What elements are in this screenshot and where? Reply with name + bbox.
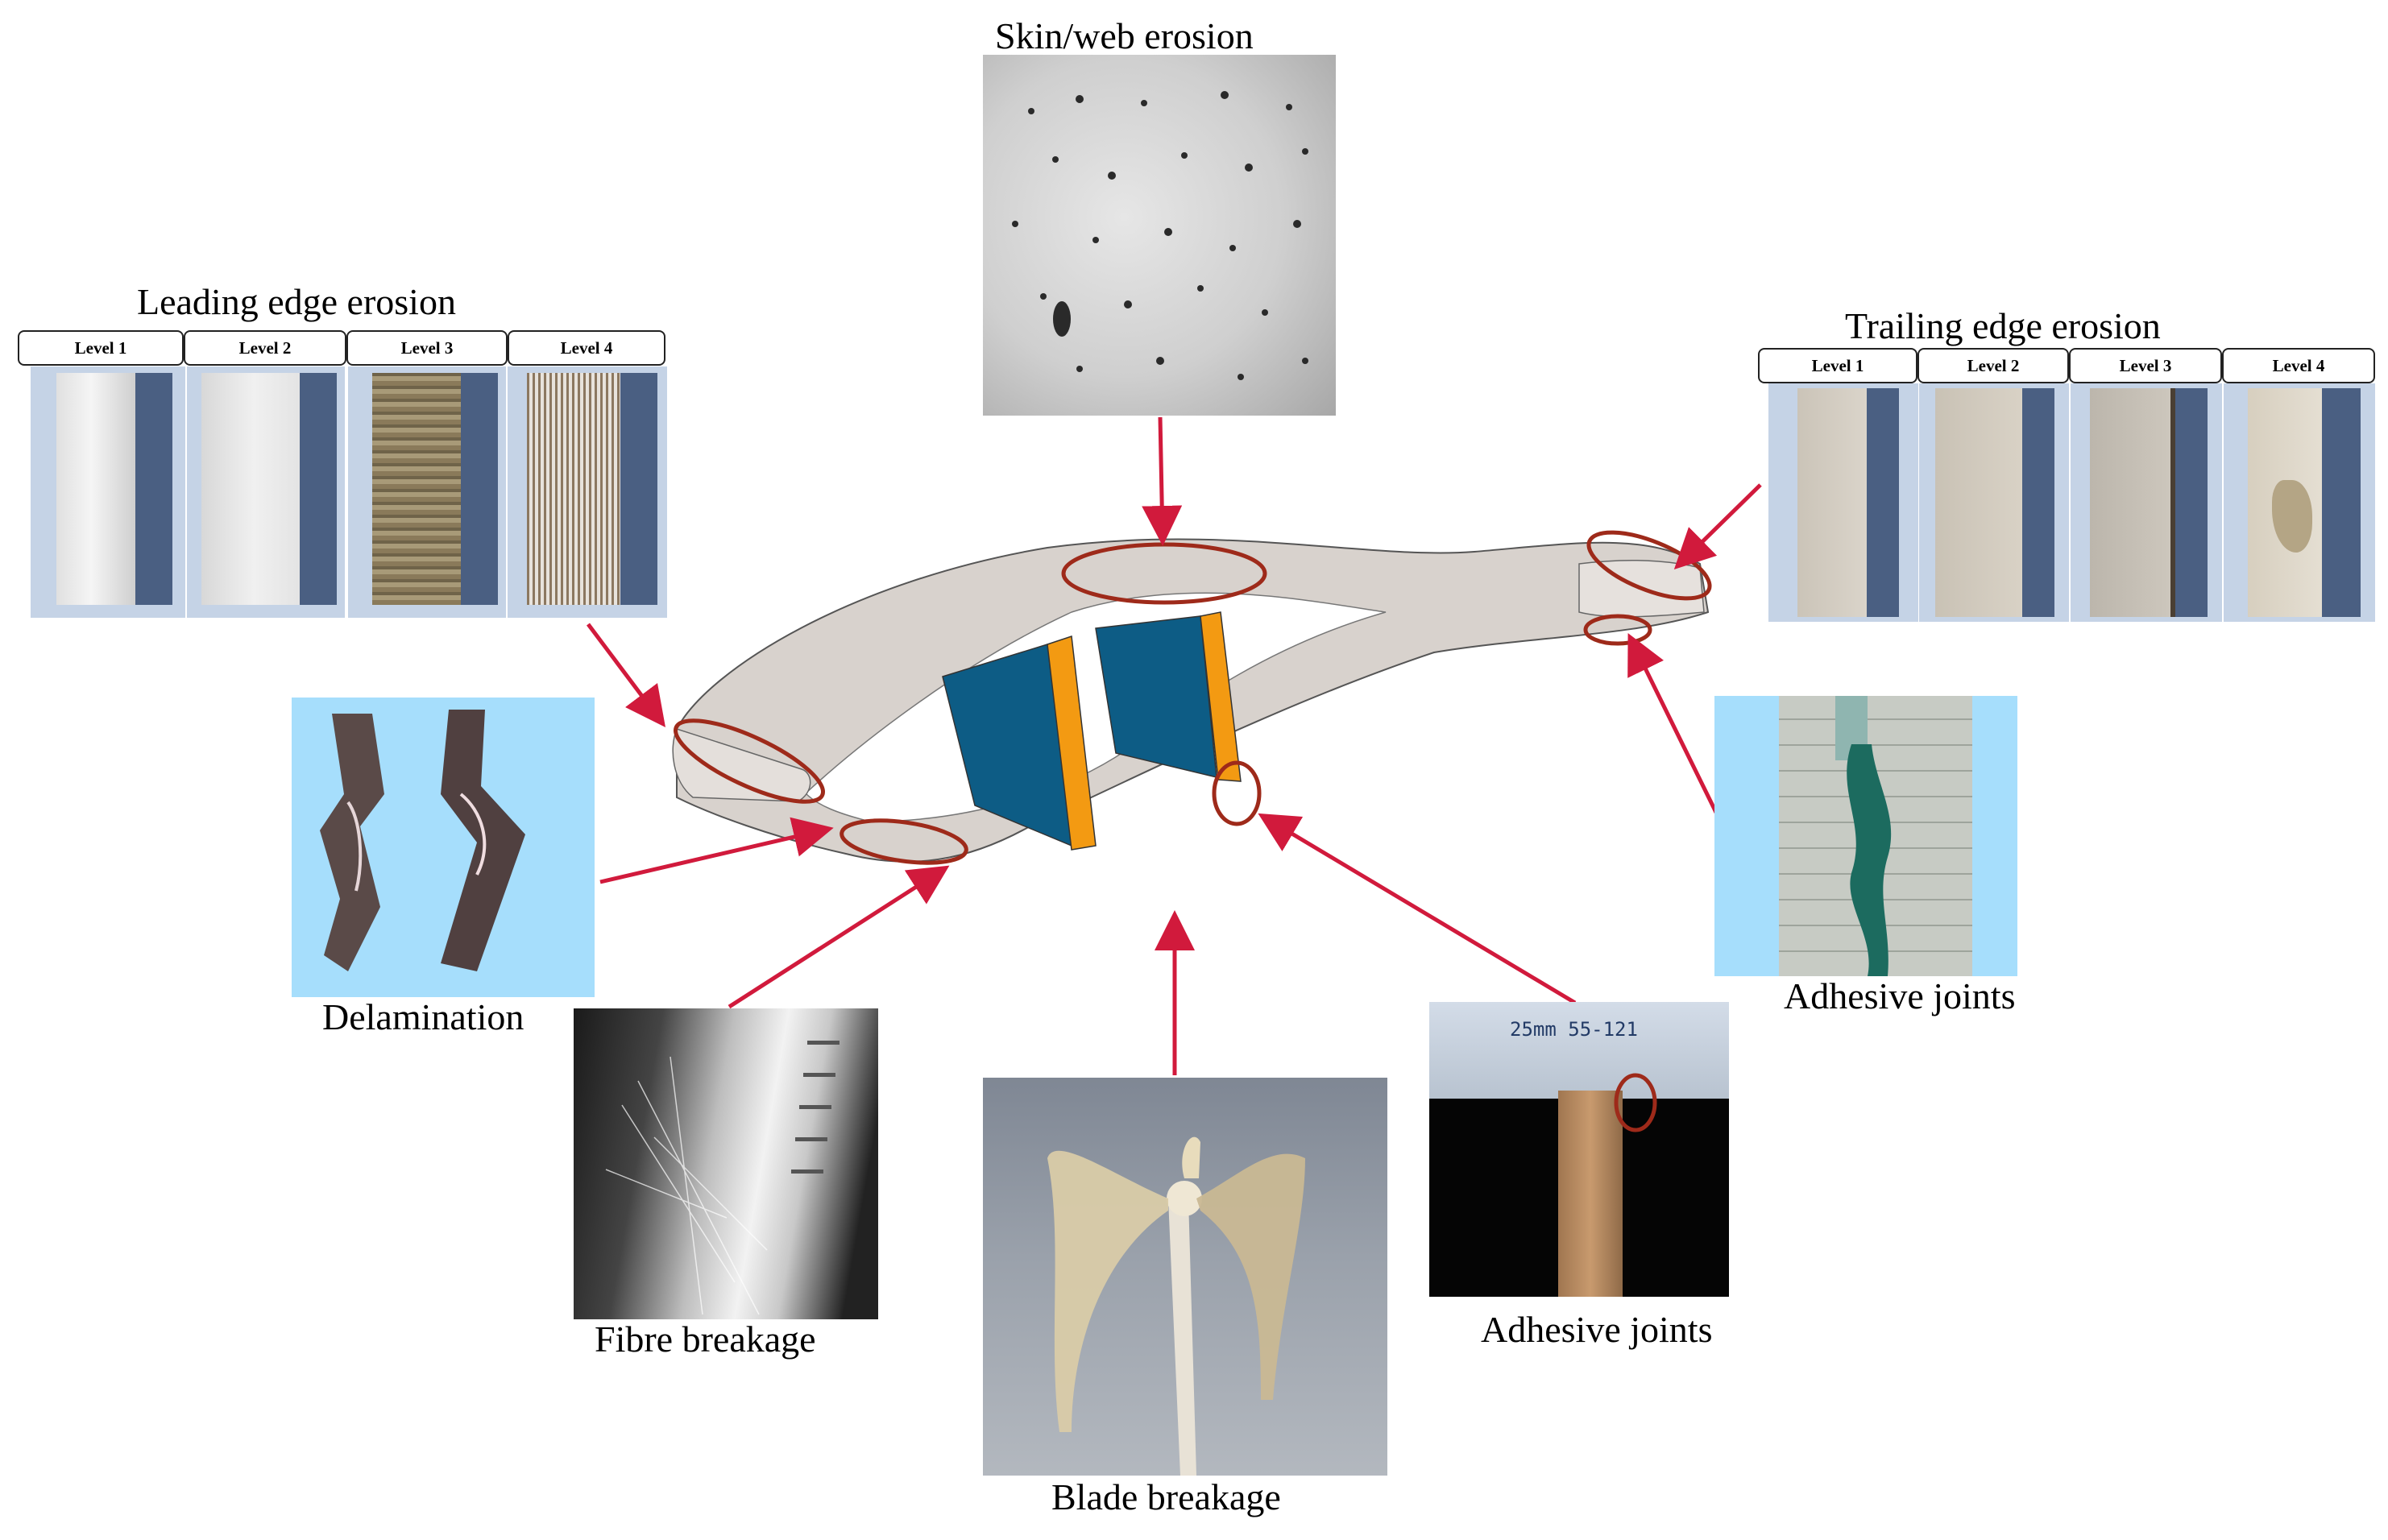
leading-level-1-tab: Level 1 [18,330,184,366]
arrow-trailing-edge [1673,483,1762,569]
adhesive-joints-label-bottom: Adhesive joints [1481,1309,1713,1350]
skin-web-erosion-label: Skin/web erosion [995,15,1254,56]
trailing-level-3-tab: Level 3 [2069,348,2222,383]
arrow-adhesive-joints-bottom [1258,813,1577,1005]
adhesive-crack [1847,744,1892,976]
fibre-breakage-photo [574,1008,878,1319]
trailing-level-4-tab: Level 4 [2222,348,2375,383]
arrow-adhesive-joints-right [1627,633,1725,827]
leading-level-2-photo [187,366,345,618]
arrow-skin-web [1142,416,1183,546]
arrow-fibre-breakage [728,865,950,1009]
adhesive-joints-label-right: Adhesive joints [1784,975,2016,1016]
arrow-delamination [599,817,834,884]
broken-fibres [605,1041,840,1315]
leading-level-2-tab: Level 2 [184,330,346,366]
adhesive-joint-highlight [1614,1073,1657,1132]
erosion-pits [1012,91,1308,380]
trailing-edge-erosion-label: Trailing edge erosion [1845,305,2161,346]
leading-level-3-photo [348,366,506,618]
adhesive-joints-photo-bottom: 25mm 55-121 [1429,1002,1729,1297]
leading-level-4-tab: Level 4 [508,330,665,366]
trailing-level-1-photo [1768,383,1918,622]
highlight-delamination [840,818,968,865]
leading-level-3-tab: Level 3 [346,330,508,366]
blade-breakage-photo [983,1078,1387,1476]
delamination-photo [292,698,595,997]
leading-level-4-photo [508,366,667,618]
trailing-level-4-photo [2224,383,2375,622]
leading-edge-erosion-label: Leading edge erosion [137,281,456,322]
highlight-adhesive-joint [1212,760,1262,826]
highlight-trailing-adhesive [1583,614,1652,646]
spar-web-left [942,635,1097,851]
trailing-level-3-photo [2071,383,2222,622]
highlight-trailing-edge [1586,530,1712,601]
trailing-level-2-photo [1919,383,2069,622]
leading-level-1-photo [31,366,185,618]
skin-web-erosion-photo [983,55,1336,416]
broken-wind-turbine [1047,1136,1305,1476]
trailing-level-1-tab: Level 1 [1758,348,1917,383]
delaminated-specimens [320,710,525,971]
photo-annotation-text: 25mm 55-121 [1510,1018,1638,1041]
arrow-leading-edge [587,623,665,727]
trailing-level-2-tab: Level 2 [1917,348,2069,383]
spar-web-right [1095,611,1242,782]
delamination-label: Delamination [322,996,524,1037]
highlight-leading-edge [673,718,826,804]
fibre-breakage-label: Fibre breakage [595,1319,816,1360]
blade-breakage-label: Blade breakage [1051,1476,1281,1517]
adhesive-joints-photo-right [1714,696,2017,976]
